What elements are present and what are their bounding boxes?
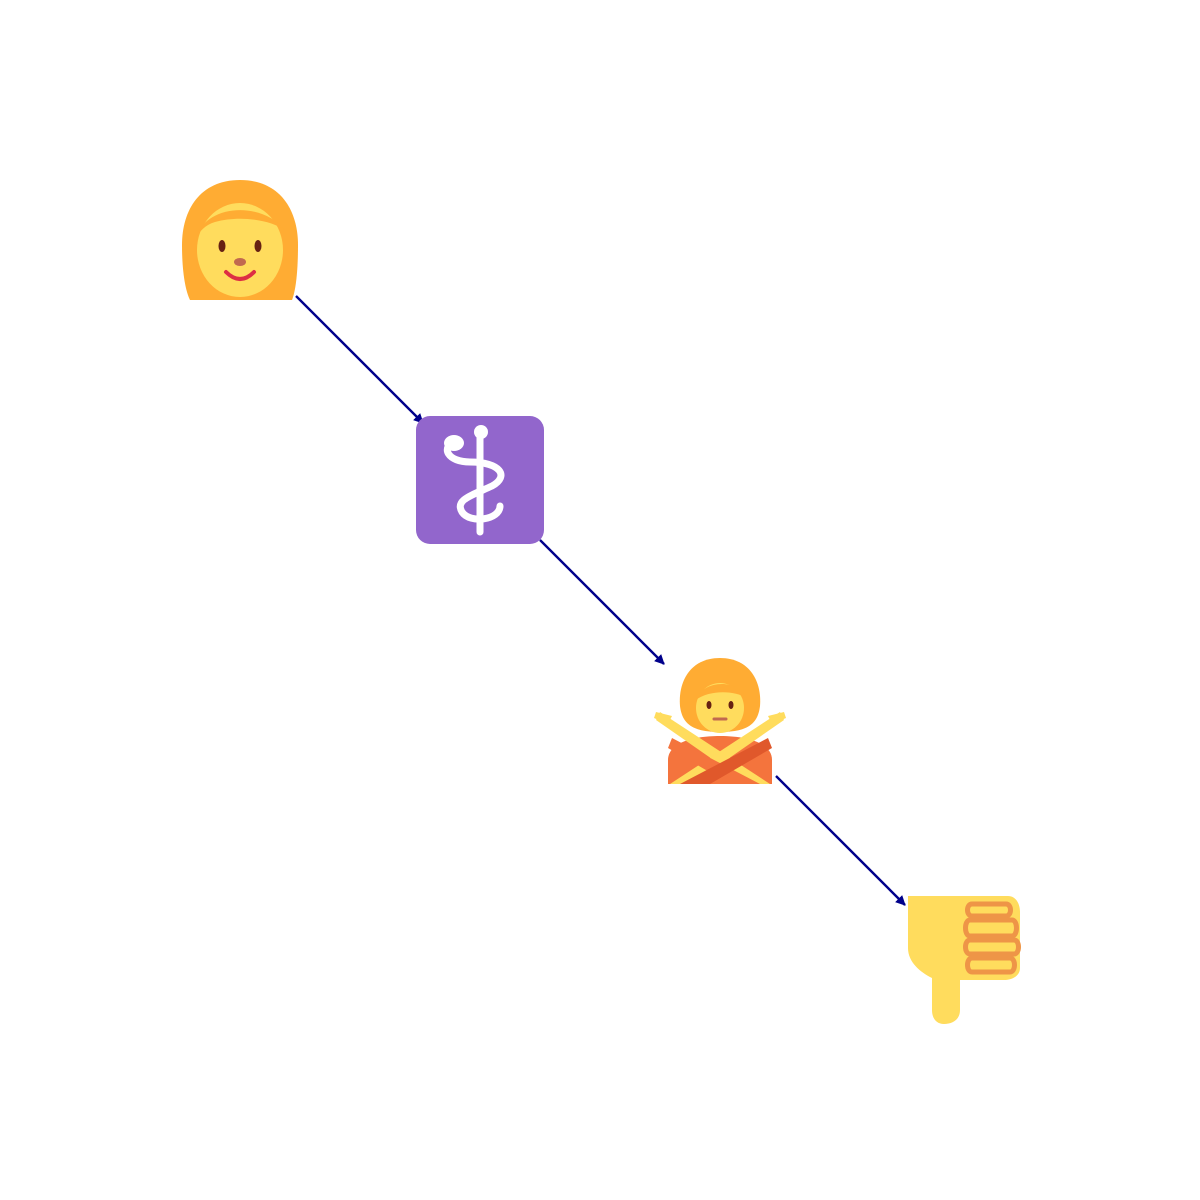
edge-medical-to-no-gesture	[539, 539, 665, 665]
edge-no-gesture-to-thumbs-down	[775, 775, 906, 906]
thumbs-down-icon	[908, 896, 1021, 1024]
medical-symbol-icon	[416, 416, 544, 544]
edge-woman-to-medical	[295, 295, 424, 424]
person-gesturing-no-icon	[654, 658, 786, 784]
edges	[295, 295, 906, 906]
woman-face-icon	[182, 180, 298, 300]
